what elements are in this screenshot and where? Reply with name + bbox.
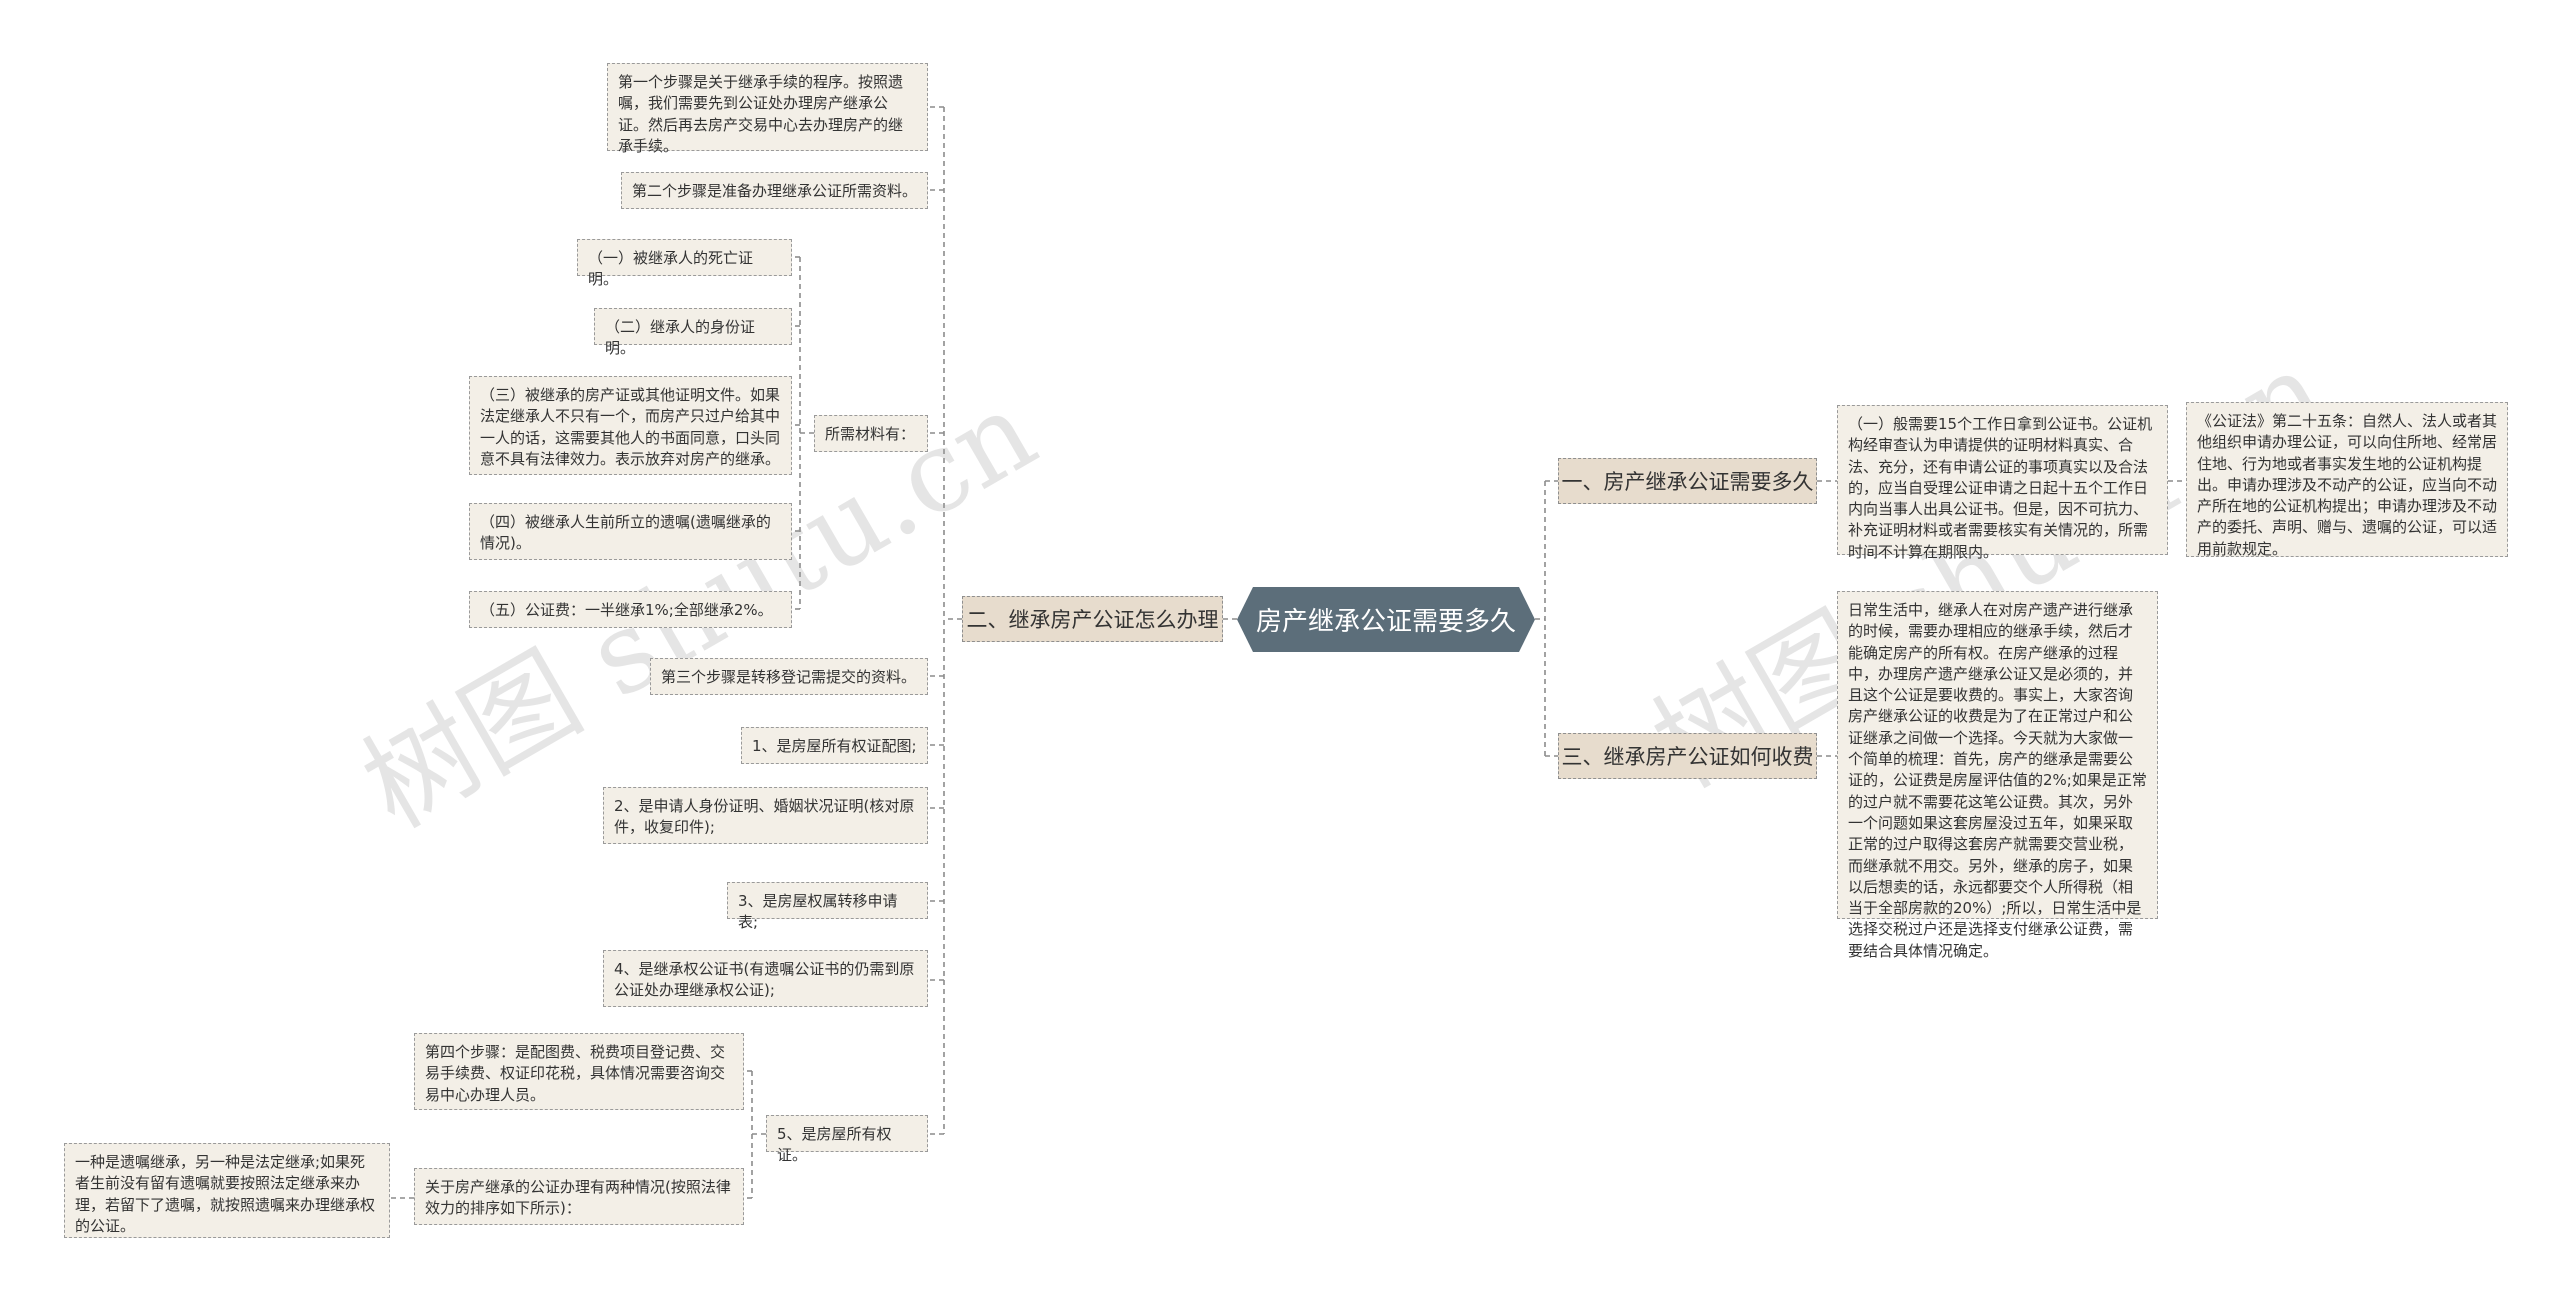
fee-detail-node[interactable]: 日常生活中，继承人在对房产遗产进行继承的时候，需要办理相应的继承手续，然后才能确… bbox=[1837, 591, 2158, 960]
document-2-node[interactable]: 2、是申请人身份证明、婚姻状况证明(核对原件，收复印件); bbox=[603, 787, 928, 844]
step-3-node[interactable]: 第三个步骤是转移登记需提交的资料。 bbox=[650, 658, 928, 695]
root-node[interactable]: 房产继承公证需要多久 bbox=[1237, 587, 1535, 652]
order-detail-node[interactable]: 一种是遗嘱继承，另一种是法定继承;如果死者生前没有留有遗嘱就要按照法定继承来办理… bbox=[64, 1143, 390, 1238]
material-1-node[interactable]: （一）被继承人的死亡证明。 bbox=[577, 239, 792, 288]
branch-left[interactable]: 二、继承房产公证怎么办理 bbox=[962, 596, 1223, 642]
materials-node[interactable]: 所需材料有： bbox=[814, 415, 928, 452]
document-4-node[interactable]: 4、是继承权公证书(有遗嘱公证书的仍需到原公证处办理继承权公证); bbox=[603, 950, 928, 1007]
material-4-node[interactable]: （四）被继承人生前所立的遗嘱(遗嘱继承的情况)。 bbox=[469, 503, 792, 560]
document-5-node[interactable]: 5、是房屋所有权证。 bbox=[766, 1115, 928, 1164]
duration-detail-node[interactable]: （一）般需要15个工作日拿到公证书。公证机构经审查认为申请提供的证明材料真实、合… bbox=[1837, 405, 2168, 561]
root-shape bbox=[1237, 587, 1535, 652]
branch-right-2[interactable]: 三、继承房产公证如何收费 bbox=[1558, 733, 1817, 779]
root-label: 房产继承公证需要多久 bbox=[1255, 607, 1516, 637]
material-2-node[interactable]: （二）继承人的身份证明。 bbox=[594, 308, 792, 357]
order-node[interactable]: 关于房产继承的公证办理有两种情况(按照法律效力的排序如下所示)： bbox=[414, 1168, 744, 1225]
material-5-node[interactable]: （五）公证费：一半继承1%;全部继承2%。 bbox=[469, 591, 792, 628]
notary-law-node[interactable]: 《公证法》第二十五条：自然人、法人或者其他组织申请办理公证，可以向住所地、经常居… bbox=[2186, 402, 2508, 558]
branch-right-1[interactable]: 一、房产继承公证需要多久 bbox=[1558, 458, 1817, 504]
material-3-node[interactable]: （三）被继承的房产证或其他证明文件。如果法定继承人不只有一个，而房产只过户给其中… bbox=[469, 376, 792, 475]
document-3-node[interactable]: 3、是房屋权属转移申请表; bbox=[727, 882, 928, 931]
step-2-node[interactable]: 第二个步骤是准备办理继承公证所需资料。 bbox=[621, 172, 928, 209]
document-1-node[interactable]: 1、是房屋所有权证配图; bbox=[741, 727, 928, 764]
step-4-node[interactable]: 第四个步骤：是配图费、税费项目登记费、交易手续费、权证印花税，具体情况需要咨询交… bbox=[414, 1033, 744, 1110]
step-1-node[interactable]: 第一个步骤是关于继承手续的程序。按照遗嘱，我们需要先到公证处办理房产继承公证。然… bbox=[607, 63, 928, 155]
